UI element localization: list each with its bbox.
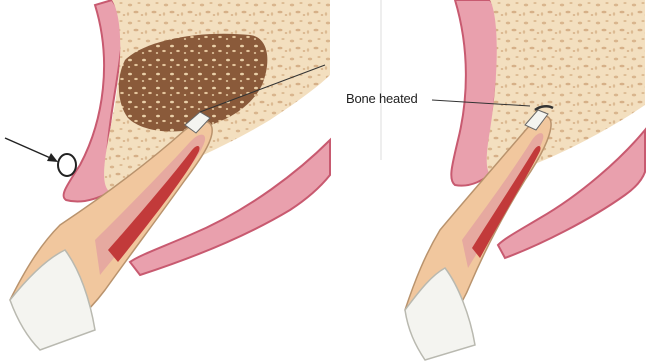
left-arrow-line [5, 138, 55, 160]
bone-heated-label: Bone heated [346, 91, 418, 106]
left-panel [5, 0, 340, 350]
right-panel [405, 0, 645, 360]
left-circle-marker [58, 154, 76, 176]
